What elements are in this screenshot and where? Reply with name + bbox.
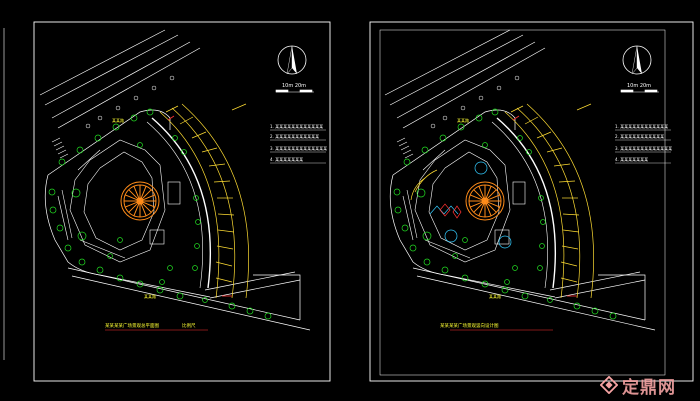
left-sheet-frame: [33, 21, 331, 382]
watermark-text: 定鼎网: [622, 377, 676, 398]
right-road-label-2: 某某路: [489, 294, 501, 299]
right-drawing-title: 某某某某广场景观竖向设计图: [440, 324, 499, 329]
right-road-label: 某某路: [457, 118, 469, 123]
right-note-2: 2. 某某某某某某某某某某某: [615, 134, 665, 139]
right-note-4: 4. 某某某某某某某: [615, 157, 649, 162]
dingding-logo-icon: [600, 376, 618, 394]
left-note-3: 3. 某某某某某某某某某某某某某: [270, 146, 328, 151]
right-sheet-frame: [369, 21, 694, 382]
left-title-suffix: 比例尺: [182, 324, 196, 329]
left-scale-label: 10m 20m: [282, 83, 307, 89]
left-road-label-2: 某某路: [144, 294, 156, 299]
right-note-3: 3. 某某某某某某某某某某某某某: [615, 146, 673, 151]
right-scale-label: 10m 20m: [627, 83, 652, 89]
left-note-2: 2. 某某某某某某某某某某某: [270, 134, 320, 139]
right-sheet-inner-frame: [379, 29, 666, 376]
right-site-plan: [384, 29, 672, 331]
left-road-label: 某某路: [112, 118, 124, 123]
left-note-4: 4. 某某某某某某某: [270, 157, 304, 162]
left-note-1: 1. 某某某某某某某某某某某某: [270, 124, 324, 129]
left-site-plan: [39, 29, 327, 331]
left-drawing-title: 某某某某广场景观总平面图: [105, 324, 159, 329]
watermark: 定鼎网: [600, 374, 695, 398]
right-note-1: 1. 某某某某某某某某某某某某: [615, 124, 669, 129]
